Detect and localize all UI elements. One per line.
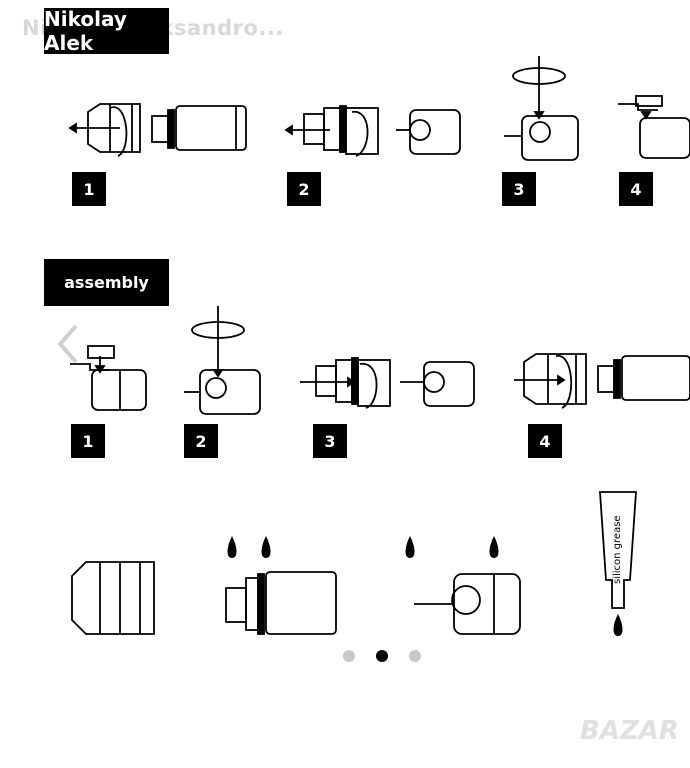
step-badge-top-3: 3	[502, 172, 536, 206]
step-badge-assembly-3: 3	[313, 424, 347, 458]
illustration-pump	[414, 573, 521, 635]
step-badge-assembly-4: 4	[528, 424, 562, 458]
step-badge-top-1: 1	[72, 172, 106, 206]
tube-label: silicon grease	[612, 515, 623, 584]
step-badge-assembly-1: 1	[71, 424, 105, 458]
chevron-left-icon[interactable]	[54, 322, 84, 366]
illustration-top-2	[284, 105, 461, 157]
carousel-dot-1[interactable]	[343, 650, 355, 662]
watermark-logo: BAZAR	[580, 716, 679, 746]
illustration-assembly-3	[300, 357, 475, 409]
illustration-assembly-2	[184, 306, 261, 415]
carousel-dot-3[interactable]	[409, 650, 421, 662]
illustration-cap	[71, 561, 155, 635]
illustration-grease-tube: silicon grease	[599, 491, 637, 609]
illustration-drop-1	[227, 536, 623, 636]
step-badge-top-2: 2	[287, 172, 321, 206]
step-badge-top-4: 4	[619, 172, 653, 206]
step-badge-assembly-2: 2	[184, 424, 218, 458]
illustration-body	[225, 571, 337, 635]
section-banner-disassembly: Nikolay Alek	[44, 7, 169, 55]
illustration-top-4	[618, 95, 690, 159]
section-banner-assembly: assembly	[44, 259, 169, 306]
illustration-top-3	[504, 56, 579, 161]
illustration-top-1	[68, 103, 247, 157]
illustration-assembly-4	[514, 353, 690, 409]
illustration-assembly-1	[70, 345, 147, 411]
carousel-dot-2[interactable]	[376, 650, 388, 662]
